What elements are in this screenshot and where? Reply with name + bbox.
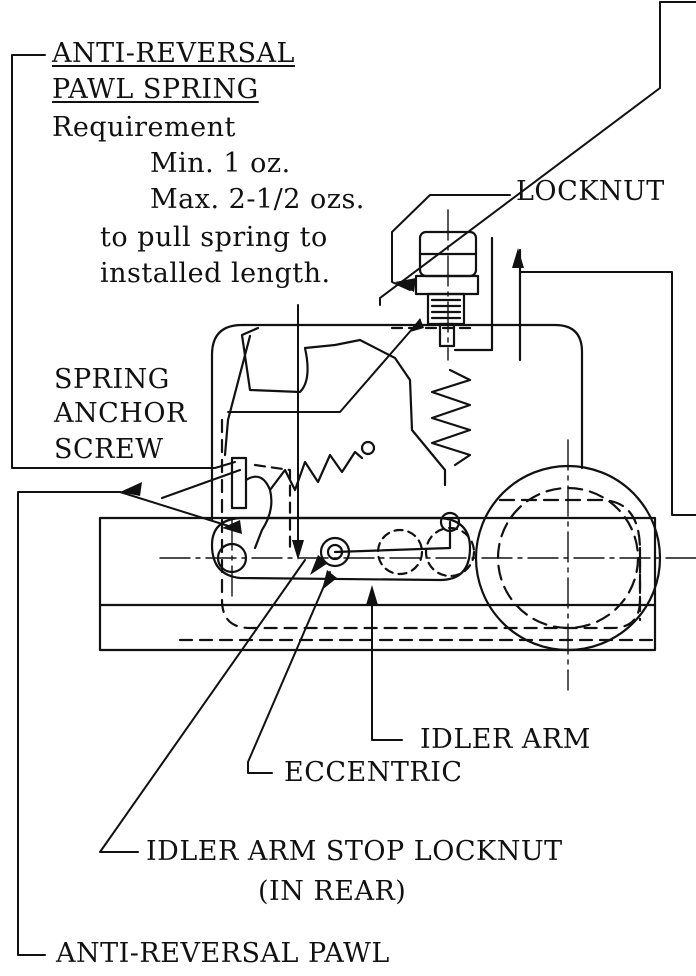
spring-anchor-label-line-2: ANCHOR xyxy=(54,398,187,429)
idler-arm-label: IDLER ARM xyxy=(420,724,591,755)
requirement-label: Requirement xyxy=(52,112,236,143)
requirement-pull-line-2: installed length. xyxy=(100,258,331,289)
pawl-spring-title-line-2: PAWL SPRING xyxy=(52,74,259,105)
locknut-assembly xyxy=(390,230,522,362)
pawl-lever xyxy=(223,326,447,487)
spring-anchor-label-line-3: SCREW xyxy=(54,434,164,465)
requirement-min: Min. 1 oz. xyxy=(150,148,291,179)
anti-reversal-pawl-label: ANTI-REVERSAL PAWL xyxy=(56,938,390,969)
pawl-spring-title-line-1: ANTI-REVERSAL xyxy=(52,38,295,69)
idler-stop-in-rear-label: (IN REAR) xyxy=(258,876,407,907)
idler-arm xyxy=(210,463,476,582)
requirement-max: Max. 2-1/2 ozs. xyxy=(150,184,365,215)
idler-stop-locknut-label: IDLER ARM STOP LOCKNUT xyxy=(146,836,563,867)
center-lines xyxy=(159,209,696,691)
housing xyxy=(98,323,662,652)
requirement-pull-line-1: to pull spring to xyxy=(100,222,328,253)
springs xyxy=(268,368,472,492)
spring-anchor-label-line-1: SPRING xyxy=(54,364,170,395)
eccentric-label: ECCENTRIC xyxy=(284,757,463,788)
locknut-label: LOCKNUT xyxy=(516,176,665,207)
pawl-spring-arm xyxy=(160,456,273,550)
leader-lines xyxy=(11,1,696,956)
